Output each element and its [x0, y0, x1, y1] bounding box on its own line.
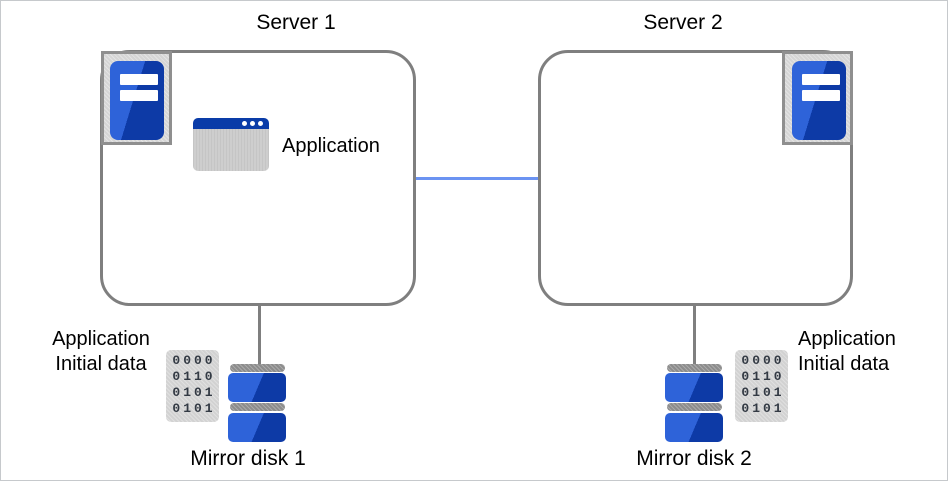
binary-data-icon-1: 0000 0110 0101 0101 — [166, 350, 219, 422]
window-dot-icon — [242, 121, 247, 126]
disk-platter-bar — [230, 364, 285, 372]
server-link-line — [415, 177, 539, 180]
server-tower-icon — [101, 51, 172, 145]
tower-body — [110, 61, 164, 140]
binary-row: 0000 — [172, 353, 216, 368]
server-2-box — [538, 50, 853, 306]
binary-row: 0101 — [741, 401, 785, 416]
initial-data-label-line2: Initial data — [55, 353, 147, 375]
initial-data-label-2: Application Initial data — [798, 327, 947, 377]
server-1-box — [100, 50, 416, 306]
binary-row: 0000 — [741, 353, 785, 368]
mirror-disk-icon-2 — [665, 364, 723, 443]
server-1-title: Server 1 — [256, 11, 336, 34]
initial-data-label-line1: Application — [52, 328, 150, 350]
binary-row: 0101 — [172, 401, 216, 416]
drive-bay-slot — [120, 90, 158, 101]
disk-platter-bar — [667, 364, 722, 372]
window-dot-icon — [258, 121, 263, 126]
window-body — [193, 129, 269, 171]
binary-data-icon-2: 0000 0110 0101 0101 — [735, 350, 788, 422]
drive-bay-slot — [120, 74, 158, 85]
window-dot-icon — [250, 121, 255, 126]
application-window-icon — [193, 118, 269, 171]
server-2-title: Server 2 — [643, 11, 723, 34]
binary-row: 0101 — [741, 385, 785, 400]
disk-connector-line-1 — [258, 304, 261, 365]
mirror-disk-2-label: Mirror disk 2 — [636, 447, 752, 470]
disk-body — [665, 373, 723, 402]
drive-bay-slot — [802, 74, 840, 85]
mirror-disk-icon-1 — [228, 364, 286, 443]
disk-body — [228, 373, 286, 402]
disk-connector-line-2 — [693, 304, 696, 365]
drive-bay-slot — [802, 90, 840, 101]
binary-row: 0110 — [741, 369, 785, 384]
disk-body — [228, 413, 286, 442]
disk-platter-bar — [230, 403, 285, 411]
application-label: Application — [282, 135, 380, 157]
mirror-disk-1-label: Mirror disk 1 — [190, 447, 306, 470]
window-titlebar — [193, 118, 269, 129]
disk-platter-bar — [667, 403, 722, 411]
initial-data-label-line2: Initial data — [798, 353, 890, 375]
binary-row: 0110 — [172, 369, 216, 384]
binary-row: 0101 — [172, 385, 216, 400]
tower-body — [792, 61, 846, 140]
disk-body — [665, 413, 723, 442]
server-tower-icon — [782, 51, 853, 145]
initial-data-label-1: Application Initial data — [26, 327, 176, 377]
initial-data-label-line1: Application — [798, 328, 896, 350]
